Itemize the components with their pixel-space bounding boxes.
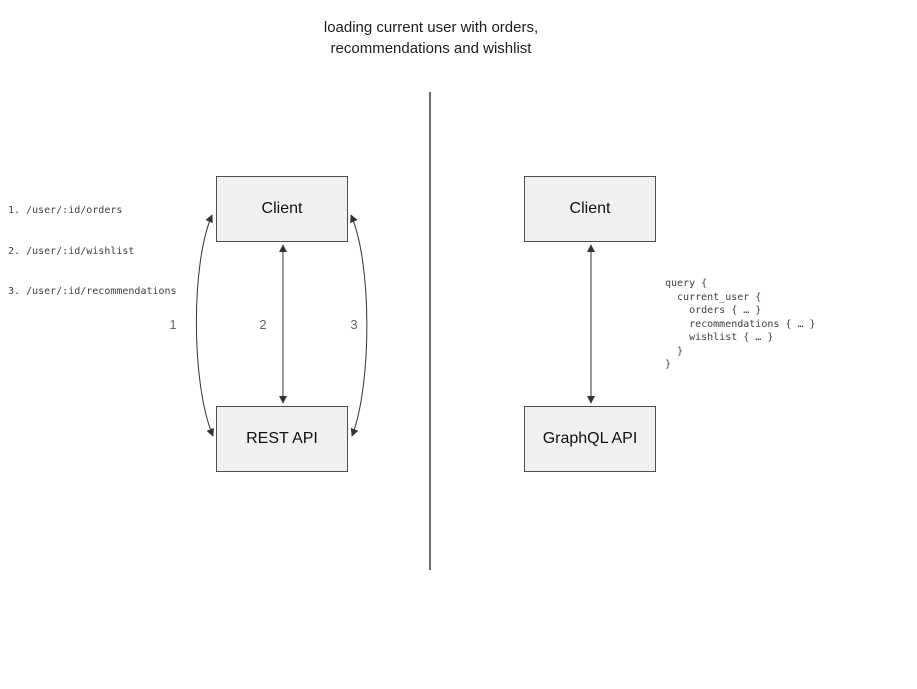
- diagram-title-line1: loading current user with orders,: [323, 19, 539, 36]
- arrow-label-3: 3: [350, 317, 358, 332]
- arrow-label-1: 1: [169, 317, 177, 332]
- graphql-client-label: Client: [569, 200, 611, 217]
- graphql-query-snippet: query { current_user { orders { … } reco…: [665, 278, 816, 370]
- rest-api-box: REST API: [216, 406, 348, 472]
- graphql-api-label: GraphQL API: [542, 430, 638, 447]
- rest-client-label: Client: [261, 200, 303, 217]
- arrow-label-2: 2: [259, 317, 267, 332]
- rest-arrow-1-curve: [195, 214, 214, 437]
- rest-endpoint-recommendations: 3. /user/:id/recommendations: [8, 286, 177, 297]
- rest-client-box: Client: [216, 176, 348, 242]
- rest-api-label: REST API: [246, 430, 318, 447]
- graphql-api-box: GraphQL API: [524, 406, 656, 472]
- diagram-title-line2: recommendations and wishlist: [330, 40, 532, 57]
- graphql-client-box: Client: [524, 176, 656, 242]
- rest-endpoint-list: 1. /user/:id/orders 2. /user/:id/wishlis…: [8, 177, 177, 326]
- rest-endpoint-wishlist: 2. /user/:id/wishlist: [8, 245, 135, 257]
- rest-endpoint-orders: 1. /user/:id/orders: [8, 205, 123, 216]
- vertical-divider: [429, 92, 431, 570]
- diagram-title: loading current user with orders, recomm…: [231, 17, 631, 59]
